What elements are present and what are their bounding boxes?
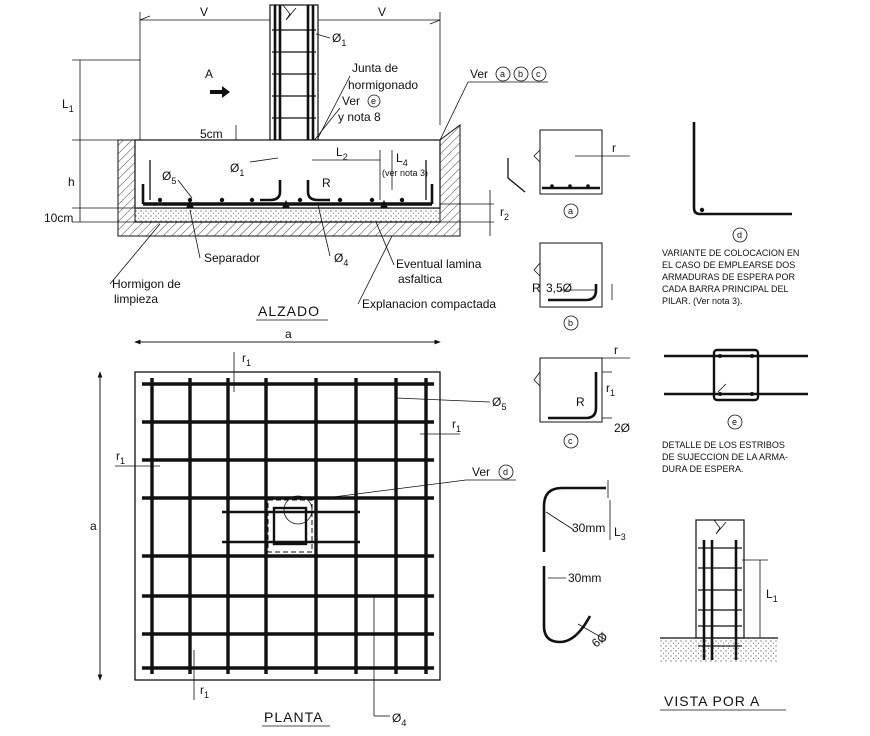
detail-c-r1: r1 xyxy=(606,381,615,398)
detail-c-2phi: 2Ø xyxy=(614,421,630,435)
detail-d-text-3: CADA BARRA PRINCIPAL DEL xyxy=(662,284,789,294)
hormigon-label-2: limpieza xyxy=(114,292,158,306)
r2-label: r2 xyxy=(500,205,509,222)
detail-e-text-0: DETALLE DE LOS ESTRIBOS xyxy=(662,440,785,450)
detail-d-text-2: ARMADURAS DE ESPERA POR xyxy=(662,272,796,282)
r1-left: r1 xyxy=(116,449,125,466)
hook1-l3: L3 xyxy=(614,525,626,542)
explanacion-label: Explanacion compactada xyxy=(362,297,496,311)
cm5-label: 5cm xyxy=(200,127,223,141)
alzado-title: ALZADO xyxy=(258,303,320,319)
detail-b-r: R xyxy=(532,281,541,295)
detail-b-dim: 3,5Ø xyxy=(546,281,572,295)
ver-nota3-label: (ver nota 3) xyxy=(382,168,428,178)
phi5-plan-label: Ø5 xyxy=(492,395,506,412)
detail-e-text-2: DURA DE ESPERA. xyxy=(662,464,744,474)
dim-v-right: V xyxy=(378,5,386,19)
ver-d-label: Ver xyxy=(472,465,490,479)
detail-e: e DETALLE DE LOS ESTRIBOS DE SUJECCION D… xyxy=(662,348,808,474)
vista-por-a: L1 VISTA POR A xyxy=(660,519,786,711)
h-label: h xyxy=(68,175,75,189)
r1-right: r1 xyxy=(452,417,461,434)
ver-e-label: Ver xyxy=(342,94,360,108)
svg-text:e: e xyxy=(371,96,376,106)
l2-label: L2 xyxy=(336,145,348,162)
lean-concrete xyxy=(135,208,440,222)
dim-a-top: a xyxy=(285,327,292,341)
detail-d: d VARIANTE DE COLOCACION EN EL CASO DE E… xyxy=(662,122,799,306)
hook-detail-1: 30mm L3 xyxy=(542,480,626,552)
phi5-label: Ø5 xyxy=(162,169,176,186)
r1-bottom: r1 xyxy=(200,683,209,700)
r-mark-label: R xyxy=(322,176,331,190)
dim-a-left: a xyxy=(90,519,97,533)
detail-d-text-4: PILAR. (Ver nota 3). xyxy=(662,296,743,306)
detail-e-label: e xyxy=(732,417,737,427)
detail-a-label: a xyxy=(568,206,573,216)
footing-body xyxy=(134,139,441,209)
detail-c-label: c xyxy=(568,436,573,446)
svg-text:c: c xyxy=(536,69,541,79)
cm10-label: 10cm xyxy=(44,211,73,225)
phi4-plan-label: Ø4 xyxy=(392,711,406,728)
hook1-mm: 30mm xyxy=(572,521,605,535)
detail-b-label: b xyxy=(568,318,573,328)
mark-e-circle xyxy=(367,94,381,108)
svg-text:b: b xyxy=(518,69,523,79)
column xyxy=(269,4,319,141)
bar-sections xyxy=(157,197,405,203)
r1-top: r1 xyxy=(242,351,251,368)
y-nota-label: y nota 8 xyxy=(338,110,381,124)
detail-d-text-0: VARIANTE DE COLOCACION EN xyxy=(662,248,799,258)
detail-a: r a xyxy=(507,129,630,219)
detail-e-text-1: DE SUJECCION DE LA ARMA- xyxy=(662,452,788,462)
grid-bars-vertical xyxy=(150,378,428,674)
alzado-section: V V Ø1 A Junta de hormigonado Ver xyxy=(44,4,548,321)
dim-v-left: V xyxy=(200,5,208,19)
detail-a-r: r xyxy=(612,141,616,155)
detail-d-text-1: EL CASO DE EMPLEARSE DOS xyxy=(662,260,795,270)
svg-text:a: a xyxy=(500,69,505,79)
detail-d-label: d xyxy=(737,230,742,240)
l1-label: L1 xyxy=(62,97,74,114)
phi4-label: Ø4 xyxy=(334,251,348,268)
detail-c-r-top: r xyxy=(614,343,618,357)
l4-label: L4 xyxy=(396,151,408,168)
planta-section: a a Ver d r1 r1 r1 r1 Ø5 Ø4 PLANTA xyxy=(90,327,516,728)
phi1-top-label: Ø1 xyxy=(332,31,346,48)
detail-c: r r1 R 2Ø c xyxy=(533,343,630,449)
junta-label-2: hormigonado xyxy=(348,78,418,92)
planta-title: PLANTA xyxy=(264,709,323,725)
vista-ground xyxy=(660,638,778,662)
hook-detail-2: 30mm 6Ø xyxy=(542,566,610,650)
phi1-mid-label: Ø1 xyxy=(230,161,244,178)
vista-l1: L1 xyxy=(766,587,778,604)
eventual-label-1: Eventual lamina xyxy=(396,257,482,271)
detail-b: R 3,5Ø b xyxy=(532,242,613,331)
eventual-label-2: asfaltica xyxy=(398,272,442,286)
separador-label: Separador xyxy=(204,251,260,265)
hormigon-label-1: Hormigon de xyxy=(112,277,181,291)
view-a-label: A xyxy=(205,67,213,81)
svg-text:d: d xyxy=(503,467,508,477)
view-a-arrow-icon xyxy=(210,86,230,98)
junta-label-1: Junta de xyxy=(352,61,398,75)
detail-c-R: R xyxy=(576,395,585,409)
ver-abc-label: Ver xyxy=(470,67,488,81)
hook2-mm: 30mm xyxy=(568,571,601,585)
vista-title: VISTA POR A xyxy=(664,693,760,709)
